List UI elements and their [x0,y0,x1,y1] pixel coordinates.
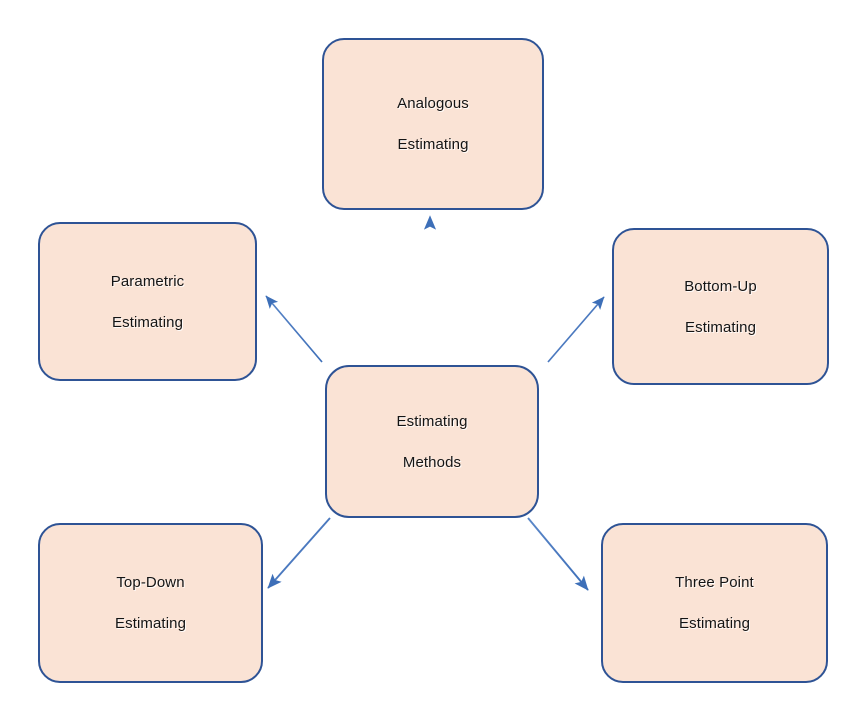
node-top-down-estimating[interactable]: Top-Down Estimating [38,523,263,683]
connector-center-to-parametric [265,295,323,363]
node-three-point-estimating[interactable]: Three Point Estimating [601,523,828,683]
connector-center-to-bottom-up [547,296,605,363]
node-estimating-methods-hub[interactable]: Estimating Methods [325,365,539,518]
node-analogous-estimating[interactable]: Analogous Estimating [322,38,544,210]
node-label-line2: Estimating [111,313,184,331]
node-label-line1: Parametric [110,272,185,290]
node-label-line1: Top-Down [116,574,185,591]
node-bottom-up-estimating[interactable]: Bottom-Up Estimating [612,228,829,385]
node-label-line1: Analogous [397,95,469,112]
connector-center-to-three-point [527,517,589,591]
node-label-line2: Estimating [684,318,757,336]
node-label-line2: Estimating [678,615,751,632]
node-parametric-estimating[interactable]: Parametric Estimating [38,222,257,381]
node-label-line2: Estimating [114,615,187,632]
node-label-line1: Bottom-Up [684,277,757,295]
node-label-line2: Methods [402,453,462,471]
node-label-line1: Estimating [396,412,468,430]
node-label-line2: Estimating [397,136,469,153]
connector-center-to-top-down [267,517,331,589]
node-label-line1: Three Point [675,574,754,591]
